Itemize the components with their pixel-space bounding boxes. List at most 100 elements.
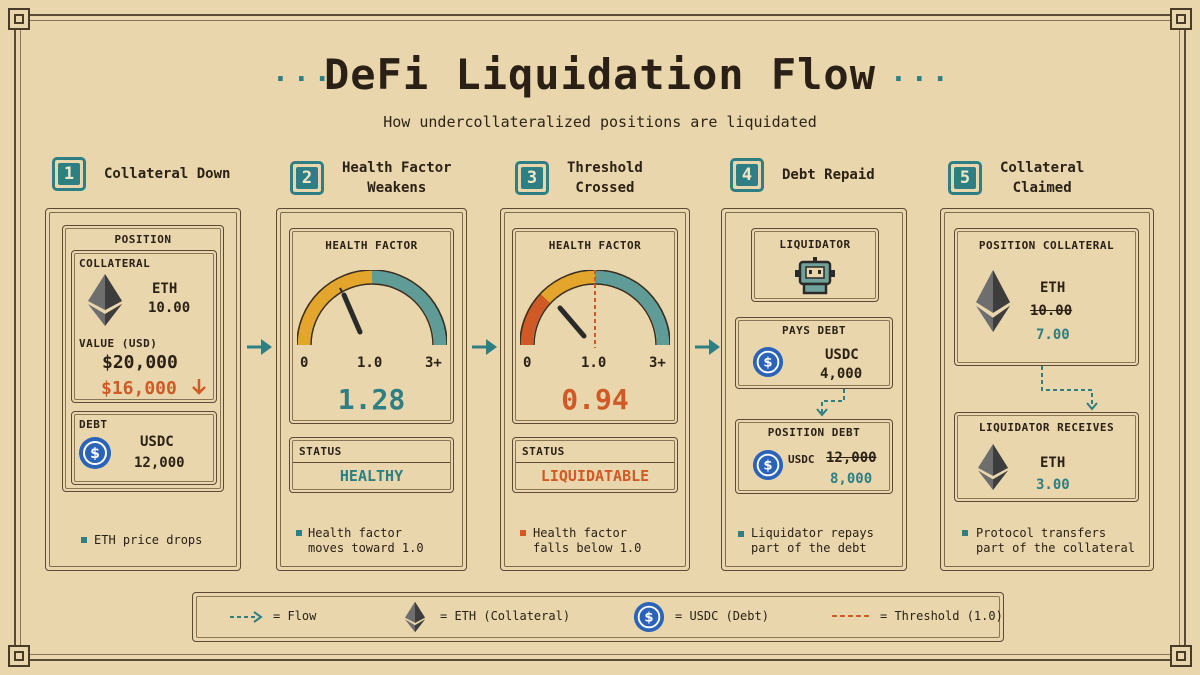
position-debt-after: 8,000 [830, 471, 873, 487]
status-panel [289, 437, 454, 493]
step-4-header: 4 Debt Repaid [730, 158, 875, 192]
gauge-max: 3+ [649, 355, 666, 371]
value-before: $20,000 [102, 352, 178, 373]
robot-icon [795, 257, 835, 295]
collateral-label: COLLATERAL [79, 257, 151, 270]
collateral-asset: ETH [1040, 280, 1066, 296]
flow-arrow [247, 339, 272, 355]
position-debt-panel [735, 419, 893, 494]
page-subtitle: How undercollateralized positions are li… [383, 113, 817, 131]
corner-ornament-tr [1170, 8, 1192, 30]
health-factor-panel [512, 228, 678, 424]
status-divider [293, 462, 450, 463]
collateral-before: 10.00 [1030, 303, 1073, 319]
gauge-min: 0 [300, 355, 309, 371]
svg-text:$: $ [763, 459, 772, 474]
inner-frame [20, 20, 1180, 655]
threshold-gauge [520, 270, 670, 348]
note-bullet [81, 537, 87, 543]
health-factor-value: 0.94 [561, 383, 629, 416]
step-4-badge: 4 [730, 158, 764, 192]
svg-text:$: $ [90, 446, 100, 462]
status-label: STATUS [522, 445, 565, 458]
step-2-badge: 2 [290, 161, 324, 195]
svg-text:$: $ [763, 356, 772, 371]
liquidator-label: LIQUIDATOR [779, 238, 851, 251]
pays-amount: 4,000 [820, 366, 863, 382]
pays-debt-label: PAYS DEBT [781, 324, 847, 337]
usdc-icon: $ [752, 449, 784, 481]
step-3-badge: 3 [515, 161, 549, 195]
health-factor-label: HEALTH FACTOR [325, 239, 418, 252]
page-title: DeFi Liquidation Flow [323, 50, 876, 99]
title-dots-right: ··· [890, 62, 953, 95]
debt-asset: USDC [140, 434, 174, 450]
step-4-label: Debt Repaid [782, 167, 875, 183]
note-bullet [296, 530, 302, 536]
collateral-amount: 10.00 [148, 300, 191, 316]
eth-icon [88, 274, 122, 326]
legend-eth: = ETH (Collateral) [440, 609, 571, 623]
eth-icon [976, 270, 1010, 332]
legend-flow: = Flow [273, 609, 317, 623]
legend-usdc: = USDC (Debt) [675, 609, 769, 623]
pays-asset: USDC [825, 347, 859, 363]
health-factor-label: HEALTH FACTOR [548, 239, 642, 252]
title-dots-left: ··· [272, 62, 335, 95]
health-factor-panel [289, 228, 454, 424]
legend-threshold: = Threshold (1.0) [880, 609, 1003, 623]
step-1-badge: 1 [52, 157, 86, 191]
receives-amount: 3.00 [1036, 477, 1070, 493]
gauge-mid: 1.0 [581, 355, 607, 371]
note-bullet [962, 530, 968, 536]
position-debt-asset: USDC [788, 453, 815, 466]
corner-ornament-tl [8, 8, 30, 30]
step-2-card [276, 208, 467, 571]
note-bullet [738, 531, 744, 537]
step-5-card [940, 208, 1154, 571]
status-label: STATUS [299, 445, 342, 458]
threshold-legend-icon [832, 615, 870, 617]
liquidator-receives-label: LIQUIDATOR RECEIVES [978, 421, 1115, 434]
status-value: LIQUIDATABLE [540, 467, 650, 485]
legend [192, 592, 1004, 642]
position-panel [62, 225, 224, 492]
value-label: VALUE (USD) [79, 337, 158, 350]
step-1-card [45, 208, 241, 571]
step-1-label: Collateral Down [104, 166, 231, 182]
value-after: $16,000 [101, 378, 177, 399]
note-bullet [520, 530, 526, 536]
receives-asset: ETH [1040, 455, 1066, 471]
flow-legend-icon [230, 611, 263, 623]
svg-text:$: $ [644, 611, 653, 626]
step-3-card [500, 208, 690, 571]
health-factor-value: 1.28 [337, 383, 406, 416]
position-collateral-panel [954, 228, 1139, 366]
step-4-card [721, 208, 907, 571]
flow-connector [816, 389, 845, 417]
status-divider [516, 462, 674, 463]
liquidator-panel [751, 228, 879, 302]
position-debt-before: 12,000 [826, 450, 877, 466]
flow-connector [1041, 366, 1098, 411]
status-value: HEALTHY [339, 467, 404, 485]
debt-label: DEBT [79, 418, 108, 431]
usdc-icon: $ [633, 601, 665, 633]
corner-ornament-bl [8, 645, 30, 667]
liquidator-receives-panel [954, 412, 1139, 502]
eth-icon [978, 444, 1008, 490]
flow-arrow [695, 339, 720, 355]
usdc-icon: $ [79, 437, 111, 469]
gauge-min: 0 [523, 355, 532, 371]
collateral-after: 7.00 [1036, 327, 1070, 343]
